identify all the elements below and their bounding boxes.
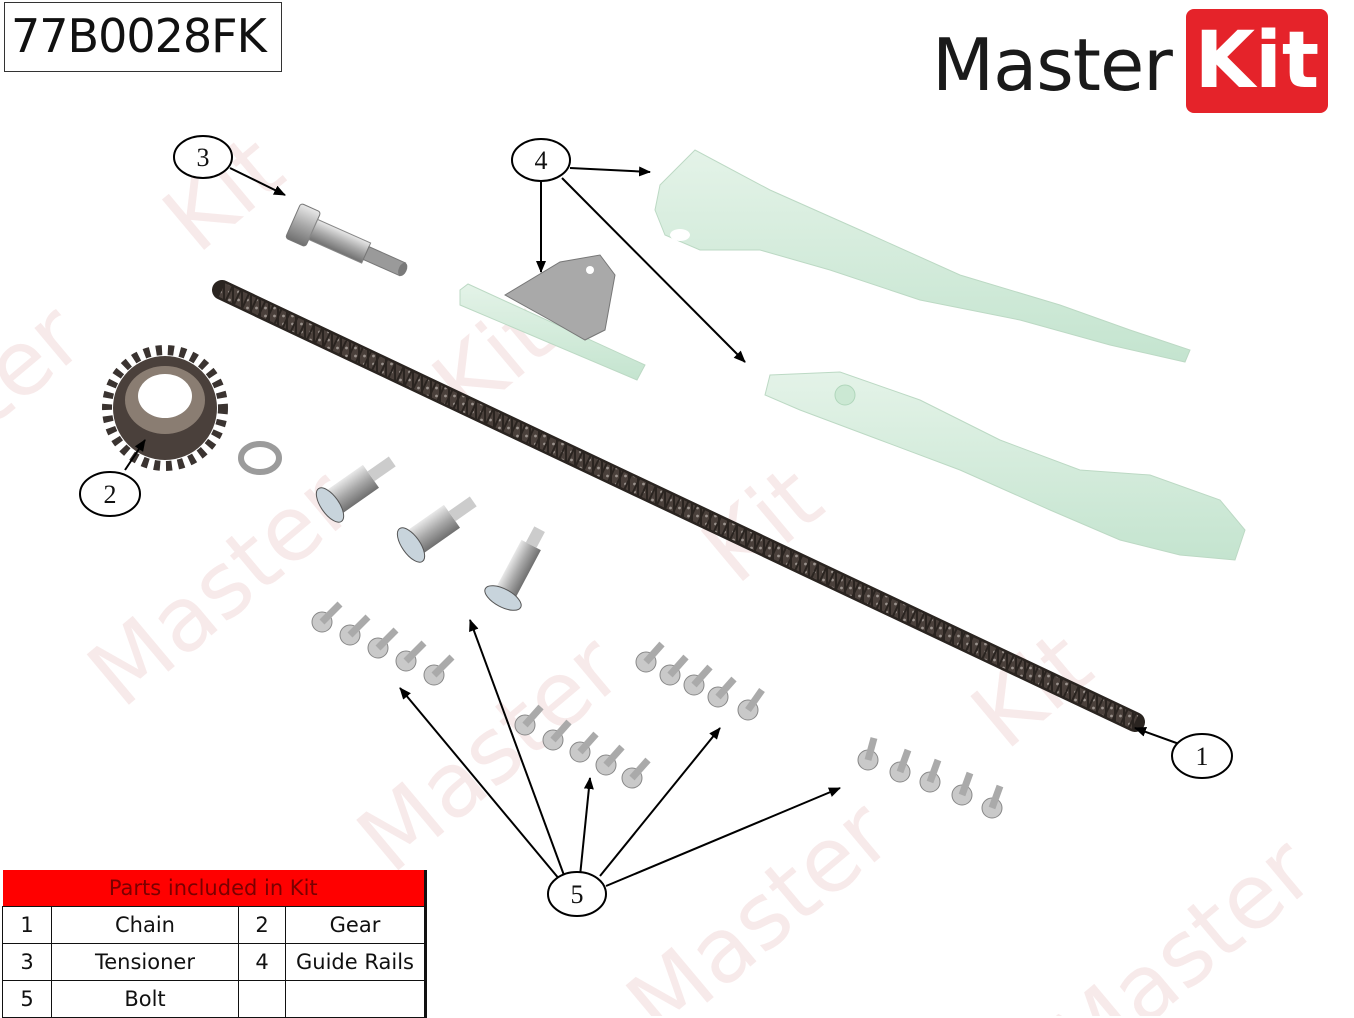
washer <box>238 441 282 475</box>
part-name-cell: Guide Rails <box>285 943 427 981</box>
tensioner <box>285 203 408 277</box>
timing-chain <box>212 280 1145 732</box>
part-number-cell <box>238 980 286 1018</box>
svg-text:Master: Master <box>0 284 102 562</box>
table-row: 1 Chain 2 Gear <box>2 906 427 944</box>
svg-text:Master: Master <box>608 780 911 1016</box>
svg-text:Kit: Kit <box>144 115 303 272</box>
part-number-cell: 4 <box>238 943 286 981</box>
bolt-group-4 <box>857 737 1004 819</box>
bolt-group-1 <box>311 601 455 686</box>
part-name-cell: Bolt <box>51 980 239 1018</box>
callout-1: 1 <box>1171 733 1233 779</box>
part-number-cell: 1 <box>2 906 52 944</box>
svg-text:2: 2 <box>104 480 117 509</box>
svg-text:3: 3 <box>197 143 210 172</box>
callout-5: 5 <box>547 871 607 917</box>
part-name-cell: Gear <box>285 906 427 944</box>
parts-table-title: Parts included in Kit <box>2 870 427 907</box>
svg-text:1: 1 <box>1196 742 1209 771</box>
part-number-cell: 3 <box>2 943 52 981</box>
callout-3: 3 <box>173 135 233 179</box>
logo-master-text: Master <box>932 23 1173 107</box>
masterkit-logo: Master Kit <box>932 8 1328 114</box>
parts-table: Parts included in Kit 1 Chain 2 Gear 3 T… <box>2 870 427 1018</box>
upper-guide-rail <box>654 149 1191 363</box>
part-name-cell: Tensioner <box>51 943 239 981</box>
part-name-cell: Chain <box>51 906 239 944</box>
table-row: 3 Tensioner 4 Guide Rails <box>2 943 427 981</box>
pivot-pins <box>315 456 545 611</box>
bolt-group-2 <box>514 704 651 789</box>
table-row: 5 Bolt <box>2 980 427 1018</box>
part-number-label: 77B0028FK <box>4 2 282 72</box>
leader-arrows <box>124 166 1183 887</box>
bolt-group-3 <box>635 641 765 721</box>
svg-text:Master: Master <box>1030 817 1333 1016</box>
logo-kit-badge: Kit <box>1185 9 1328 113</box>
part-name-cell <box>285 980 427 1018</box>
crank-gear <box>102 345 228 471</box>
svg-text:5: 5 <box>571 880 584 909</box>
tensioner-rail <box>459 254 646 381</box>
svg-text:4: 4 <box>535 146 548 175</box>
part-number-cell: 5 <box>2 980 52 1018</box>
part-number-cell: 2 <box>238 906 286 944</box>
callout-4: 4 <box>511 138 571 182</box>
callout-2: 2 <box>79 471 141 517</box>
lower-guide-rail <box>764 371 1246 561</box>
